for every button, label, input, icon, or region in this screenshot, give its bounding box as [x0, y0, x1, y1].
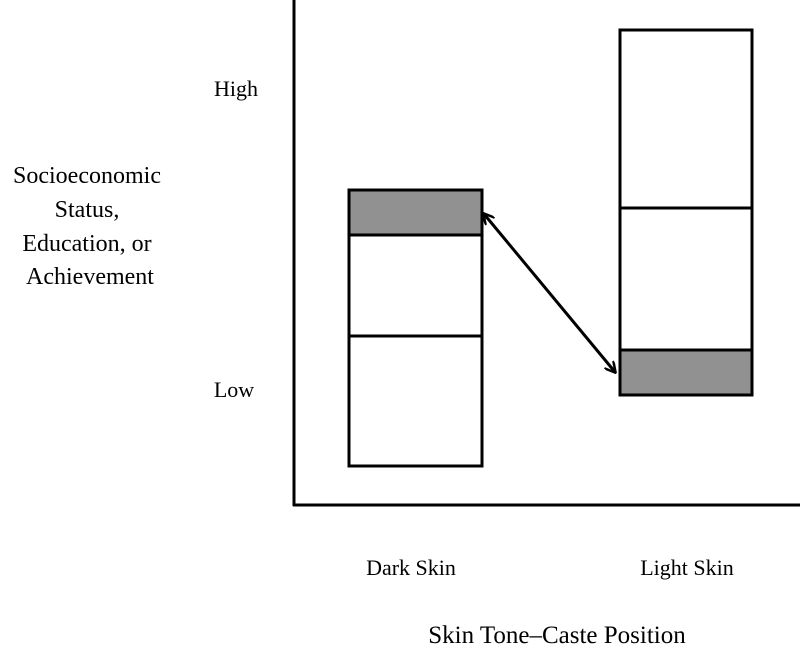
dark-skin-box [347, 188, 484, 468]
y-tick-low: Low [214, 377, 254, 402]
y-axis-label-line: Status, [55, 197, 120, 223]
dark-skin-bottom-segment [347, 334, 484, 468]
y-axis-label-line: Socioeconomic [13, 163, 161, 189]
dark-skin-top-segment [347, 188, 484, 237]
light-skin-bottom-segment [618, 348, 754, 397]
dark-skin-middle-segment [347, 233, 484, 338]
x-axis-title: Skin Tone–Caste Position [428, 622, 686, 646]
y-axis-label-line: Achievement [26, 264, 154, 290]
light-skin-box [618, 28, 754, 397]
y-axis-label-line: Education, or [22, 231, 151, 257]
light-skin-middle-segment [618, 206, 754, 352]
y-tick-high: High [214, 76, 258, 101]
light-skin-top-segment [618, 28, 754, 210]
x-category-light-skin: Light Skin [640, 555, 734, 580]
x-category-dark-skin: Dark Skin [366, 555, 456, 580]
y-axis-label: Socioeconomic Status, Education, or Achi… [13, 163, 167, 290]
double-headed-arrow [484, 214, 615, 372]
